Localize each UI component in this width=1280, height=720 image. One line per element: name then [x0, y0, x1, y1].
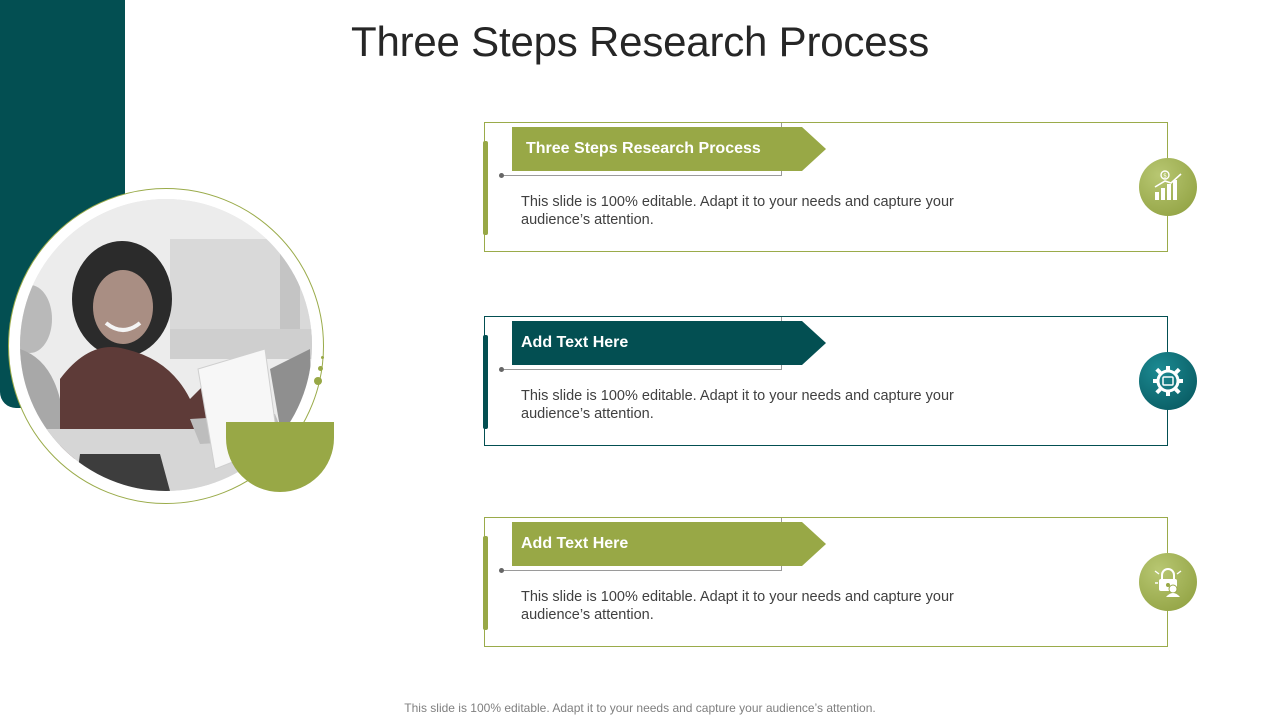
- decorative-dot: [314, 377, 322, 385]
- step-label-tag[interactable]: Add Text Here: [512, 321, 826, 365]
- card-accent-bar: [483, 536, 488, 630]
- step-description: This slide is 100% editable. Adapt it to…: [521, 589, 954, 623]
- step-card-3: Add Text Here This slide is 100% editabl…: [483, 517, 1168, 647]
- step-card-1: Three Steps Research Process This slide …: [483, 122, 1168, 252]
- connector-line: [501, 175, 782, 176]
- step-description: This slide is 100% editable. Adapt it to…: [521, 194, 954, 228]
- connector-dot: [499, 173, 504, 178]
- connector-dot: [499, 568, 504, 573]
- connector-line: [501, 570, 782, 571]
- footer-note: This slide is 100% editable. Adapt it to…: [404, 701, 876, 715]
- step-label-tag[interactable]: Add Text Here: [512, 522, 826, 566]
- card-accent-bar: [483, 141, 488, 235]
- lock-user-icon: [1139, 553, 1197, 611]
- step-description: This slide is 100% editable. Adapt it to…: [521, 388, 954, 422]
- decorative-dot: [318, 366, 323, 371]
- card-accent-bar: [483, 335, 488, 429]
- connector-dot: [499, 367, 504, 372]
- step-label-tag[interactable]: Three Steps Research Process: [512, 127, 826, 171]
- decorative-dot: [321, 356, 324, 359]
- slide-title: Three Steps Research Process: [351, 18, 929, 65]
- growth-chart-icon: $: [1139, 158, 1197, 216]
- step-card-2: Add Text Here This slide is 100% editabl…: [483, 316, 1168, 446]
- gear-icon: [1139, 352, 1197, 410]
- svg-text:$: $: [1163, 173, 1167, 180]
- connector-line: [501, 369, 782, 370]
